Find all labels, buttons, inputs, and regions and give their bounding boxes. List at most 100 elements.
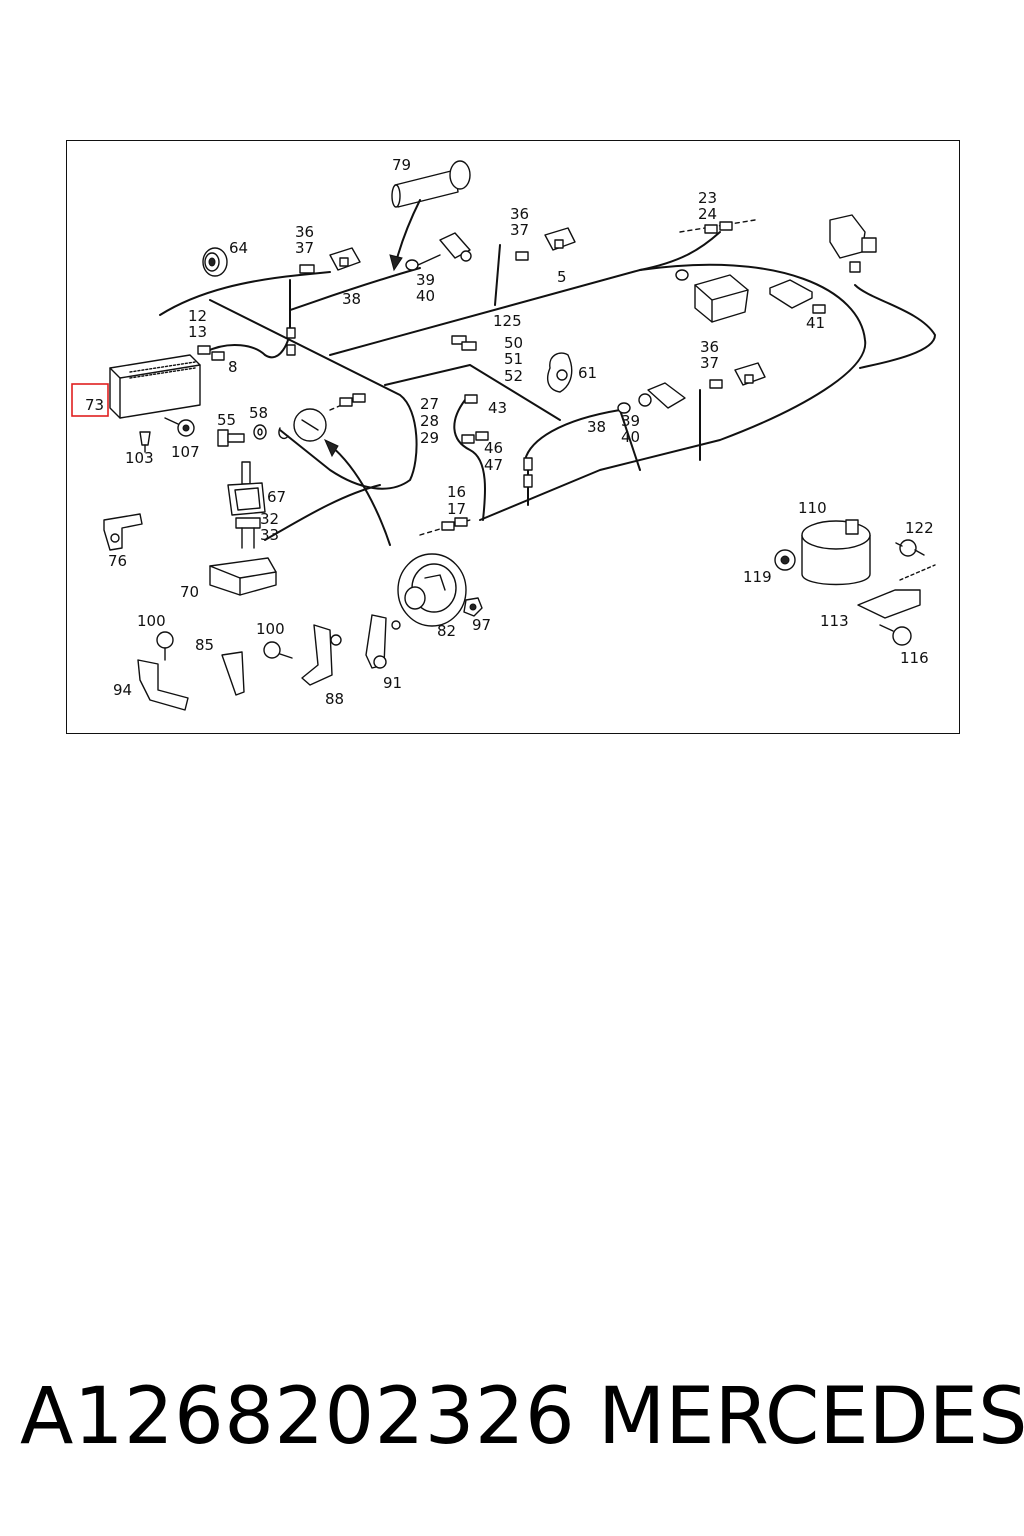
callout-label: 85 (195, 636, 214, 654)
connector-plug (464, 394, 478, 404)
callout-label: 8 (228, 358, 238, 376)
callout-label: 97 (472, 616, 491, 634)
callout-label: 76 (108, 552, 127, 570)
callout-label: 27 (420, 395, 439, 413)
callout-label-highlighted: 73 (85, 396, 104, 414)
callout-label: 39 (621, 412, 640, 430)
callout-label: 51 (504, 350, 523, 368)
callout-label: 50 (504, 334, 523, 352)
connector-plug (451, 335, 467, 345)
callout-label: 36 (700, 338, 719, 356)
callout-label: 32 (260, 510, 279, 528)
part-41-module (769, 279, 813, 309)
callout-label: 110 (798, 499, 827, 517)
harness-connectors (197, 221, 826, 531)
part-64-pulley (202, 247, 228, 277)
callout-label: 103 (125, 449, 154, 467)
callout-label: 24 (698, 205, 717, 223)
callout-label: 38 (342, 290, 361, 308)
callout-label: 100 (137, 612, 166, 630)
part-122-bolt (895, 539, 925, 557)
part-82-horn (397, 553, 467, 627)
callout-label: 61 (578, 364, 597, 382)
harness-center-wavy (453, 399, 487, 521)
callout-label: 36 (295, 223, 314, 241)
connector-plug (704, 224, 718, 234)
harness-right-loop (479, 263, 867, 521)
highlight-box-part-73 (71, 383, 109, 417)
part-73-control-unit (109, 354, 201, 419)
callout-label: 40 (416, 287, 435, 305)
part-79-grommet (389, 160, 471, 272)
wiring-harness (159, 219, 936, 541)
wiring-harness-diagram: 79 36 37 64 23 24 36 37 39 40 38 5 12 13… (71, 156, 936, 711)
callout-label: 58 (249, 404, 268, 422)
harness-main-diagonal (209, 299, 418, 490)
connector-plug (461, 341, 477, 351)
footer-part-number: A1268202326 (20, 1372, 576, 1462)
connector-plug (286, 327, 296, 339)
part-67-switch (227, 461, 266, 549)
connector-plug (475, 431, 489, 441)
part-94-bracket (137, 659, 189, 711)
harness-horn-lead (264, 484, 381, 541)
callout-label: 52 (504, 367, 523, 385)
harness-far-right (854, 284, 936, 369)
connector-plug (461, 434, 475, 444)
callout-label: 113 (820, 612, 849, 630)
part-70-cover (209, 557, 277, 596)
callout-label: 17 (447, 500, 466, 518)
parts-diagram-frame (66, 140, 960, 734)
callout-label: 13 (188, 323, 207, 341)
callout-label: 29 (420, 429, 439, 447)
harness-main-left (159, 271, 331, 316)
callout-label: 23 (698, 189, 717, 207)
callout-label: 36 (510, 205, 529, 223)
callout-label: 70 (180, 583, 199, 601)
callout-label: 116 (900, 649, 929, 667)
part-36-37-connector-top-left (329, 247, 361, 271)
part-119-nut (774, 549, 796, 571)
callout-label: 43 (488, 399, 507, 417)
callout-label: 125 (493, 312, 522, 330)
harness-top-run (289, 267, 421, 311)
harness-dashed-upper (679, 219, 756, 233)
callout-label: 39 (416, 271, 435, 289)
part-gauge-sensor (278, 408, 391, 546)
part-110-canister (801, 519, 871, 586)
part-39-40-key-switch-top (405, 232, 472, 271)
part-116-bolt (879, 624, 912, 646)
part-113-bracket (857, 564, 936, 619)
part-85-bracket (221, 651, 245, 696)
callout-label: 107 (171, 443, 200, 461)
connector-plug (339, 397, 353, 407)
harness-cross-1 (329, 231, 721, 356)
connector-plug (719, 221, 733, 231)
part-61-sensor (547, 352, 573, 393)
callout-label: 94 (113, 681, 132, 699)
callout-label: 16 (447, 483, 466, 501)
callout-label: 37 (700, 354, 719, 372)
connector-plug (523, 457, 533, 471)
callout-label: 37 (510, 221, 529, 239)
callout-label: 5 (557, 268, 567, 286)
connector-plug (299, 264, 315, 274)
callout-label: 41 (806, 314, 825, 332)
part-relay-box (675, 269, 749, 323)
callout-label: 79 (392, 156, 411, 174)
callout-label: 12 (188, 307, 207, 325)
callout-label: 55 (217, 411, 236, 429)
part-100-bolt-right (263, 641, 293, 659)
part-actuator-top-right (829, 214, 877, 273)
part-100-bolt-left (156, 631, 174, 661)
callout-label: 46 (484, 439, 503, 457)
callout-label: 82 (437, 622, 456, 640)
connector-plug (211, 351, 225, 361)
part-36-37-connector-right (734, 362, 766, 386)
callout-label: 37 (295, 239, 314, 257)
connector-plug (352, 393, 366, 403)
callout-label: 28 (420, 412, 439, 430)
callout-label: 38 (587, 418, 606, 436)
connector-plug (441, 521, 455, 531)
part-36-37-connector-top-middle (544, 227, 576, 251)
